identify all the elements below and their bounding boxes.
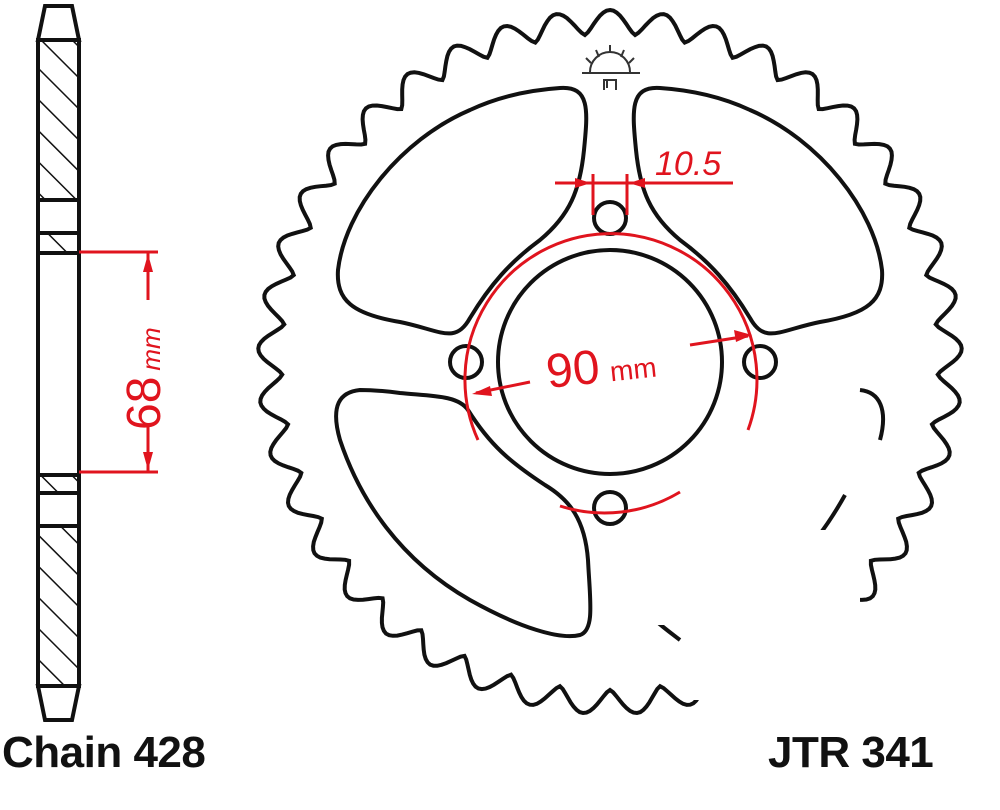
part-number-label: JTR 341 xyxy=(768,728,934,777)
sprocket-face-view xyxy=(256,7,964,716)
sprocket-teeth-outline xyxy=(256,7,964,716)
lightening-hole-bottom-left xyxy=(334,387,593,639)
bolt-hole-label: 10.5 xyxy=(655,145,721,183)
chain-size-label: Chain 428 xyxy=(2,728,206,777)
hub-width-label: 68mm xyxy=(118,327,171,430)
erased-region xyxy=(600,530,860,700)
lightening-hole-top-right xyxy=(631,85,885,336)
lightening-hole-top-left xyxy=(335,85,589,336)
center-bore xyxy=(496,248,724,476)
hub-width-dimension xyxy=(79,250,158,474)
sunrise-logo-icon xyxy=(582,45,640,90)
bolt-hole-dimension xyxy=(555,174,733,215)
bolt-hole-bottom xyxy=(592,490,628,526)
bolt-circle-dimension xyxy=(463,232,759,515)
side-profile-view xyxy=(35,3,82,722)
bolt-hole-top xyxy=(592,200,628,236)
bolt-hole-right xyxy=(742,344,778,380)
